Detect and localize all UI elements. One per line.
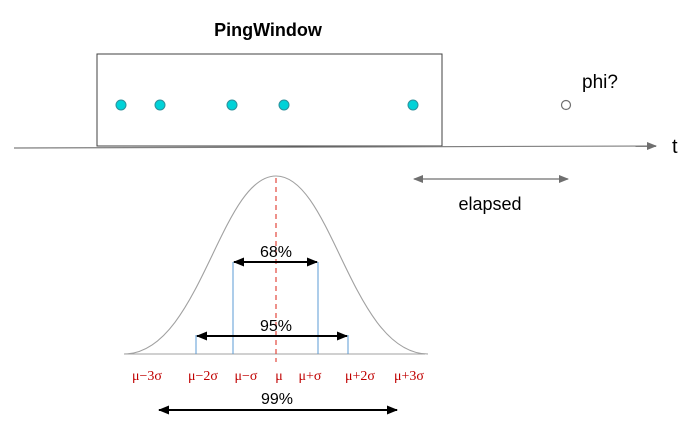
tick-label-mu-minus-3sigma: μ−3σ — [132, 369, 162, 384]
tick-label-mu: μ — [275, 369, 283, 384]
elapsed-label: elapsed — [458, 194, 521, 214]
time-axis-label: t — [672, 136, 678, 158]
tick-label-mu-minus-2sigma: μ−2σ — [188, 369, 218, 384]
tick-label-mu-plus-sigma: μ+σ — [299, 369, 322, 384]
ping-dot — [407, 99, 419, 111]
phi-label: phi? — [582, 72, 618, 93]
sigma-tick-labels: μ−3σ μ−2σ μ−σ μ μ+σ μ+2σ μ+3σ — [132, 369, 424, 384]
ping-dot — [226, 99, 238, 111]
tick-label-mu-plus-3sigma: μ+3σ — [394, 369, 424, 384]
pct-99-label: 99% — [261, 391, 293, 408]
pct-68-label: 68% — [260, 244, 292, 261]
time-axis — [13, 142, 657, 151]
bell-curve — [123, 175, 429, 355]
tick-label-mu-minus-sigma: μ−σ — [235, 369, 258, 384]
window-title: PingWindow — [214, 20, 323, 40]
ping-dot — [278, 99, 290, 111]
ping-dots — [115, 99, 419, 111]
candidate-ping-dot — [560, 99, 572, 111]
pct-95-label: 95% — [260, 318, 292, 335]
ping-dot — [154, 99, 166, 111]
ping-dot — [115, 99, 127, 111]
tick-label-mu-plus-2sigma: μ+2σ — [345, 369, 375, 384]
ping-window-box — [96, 53, 443, 147]
